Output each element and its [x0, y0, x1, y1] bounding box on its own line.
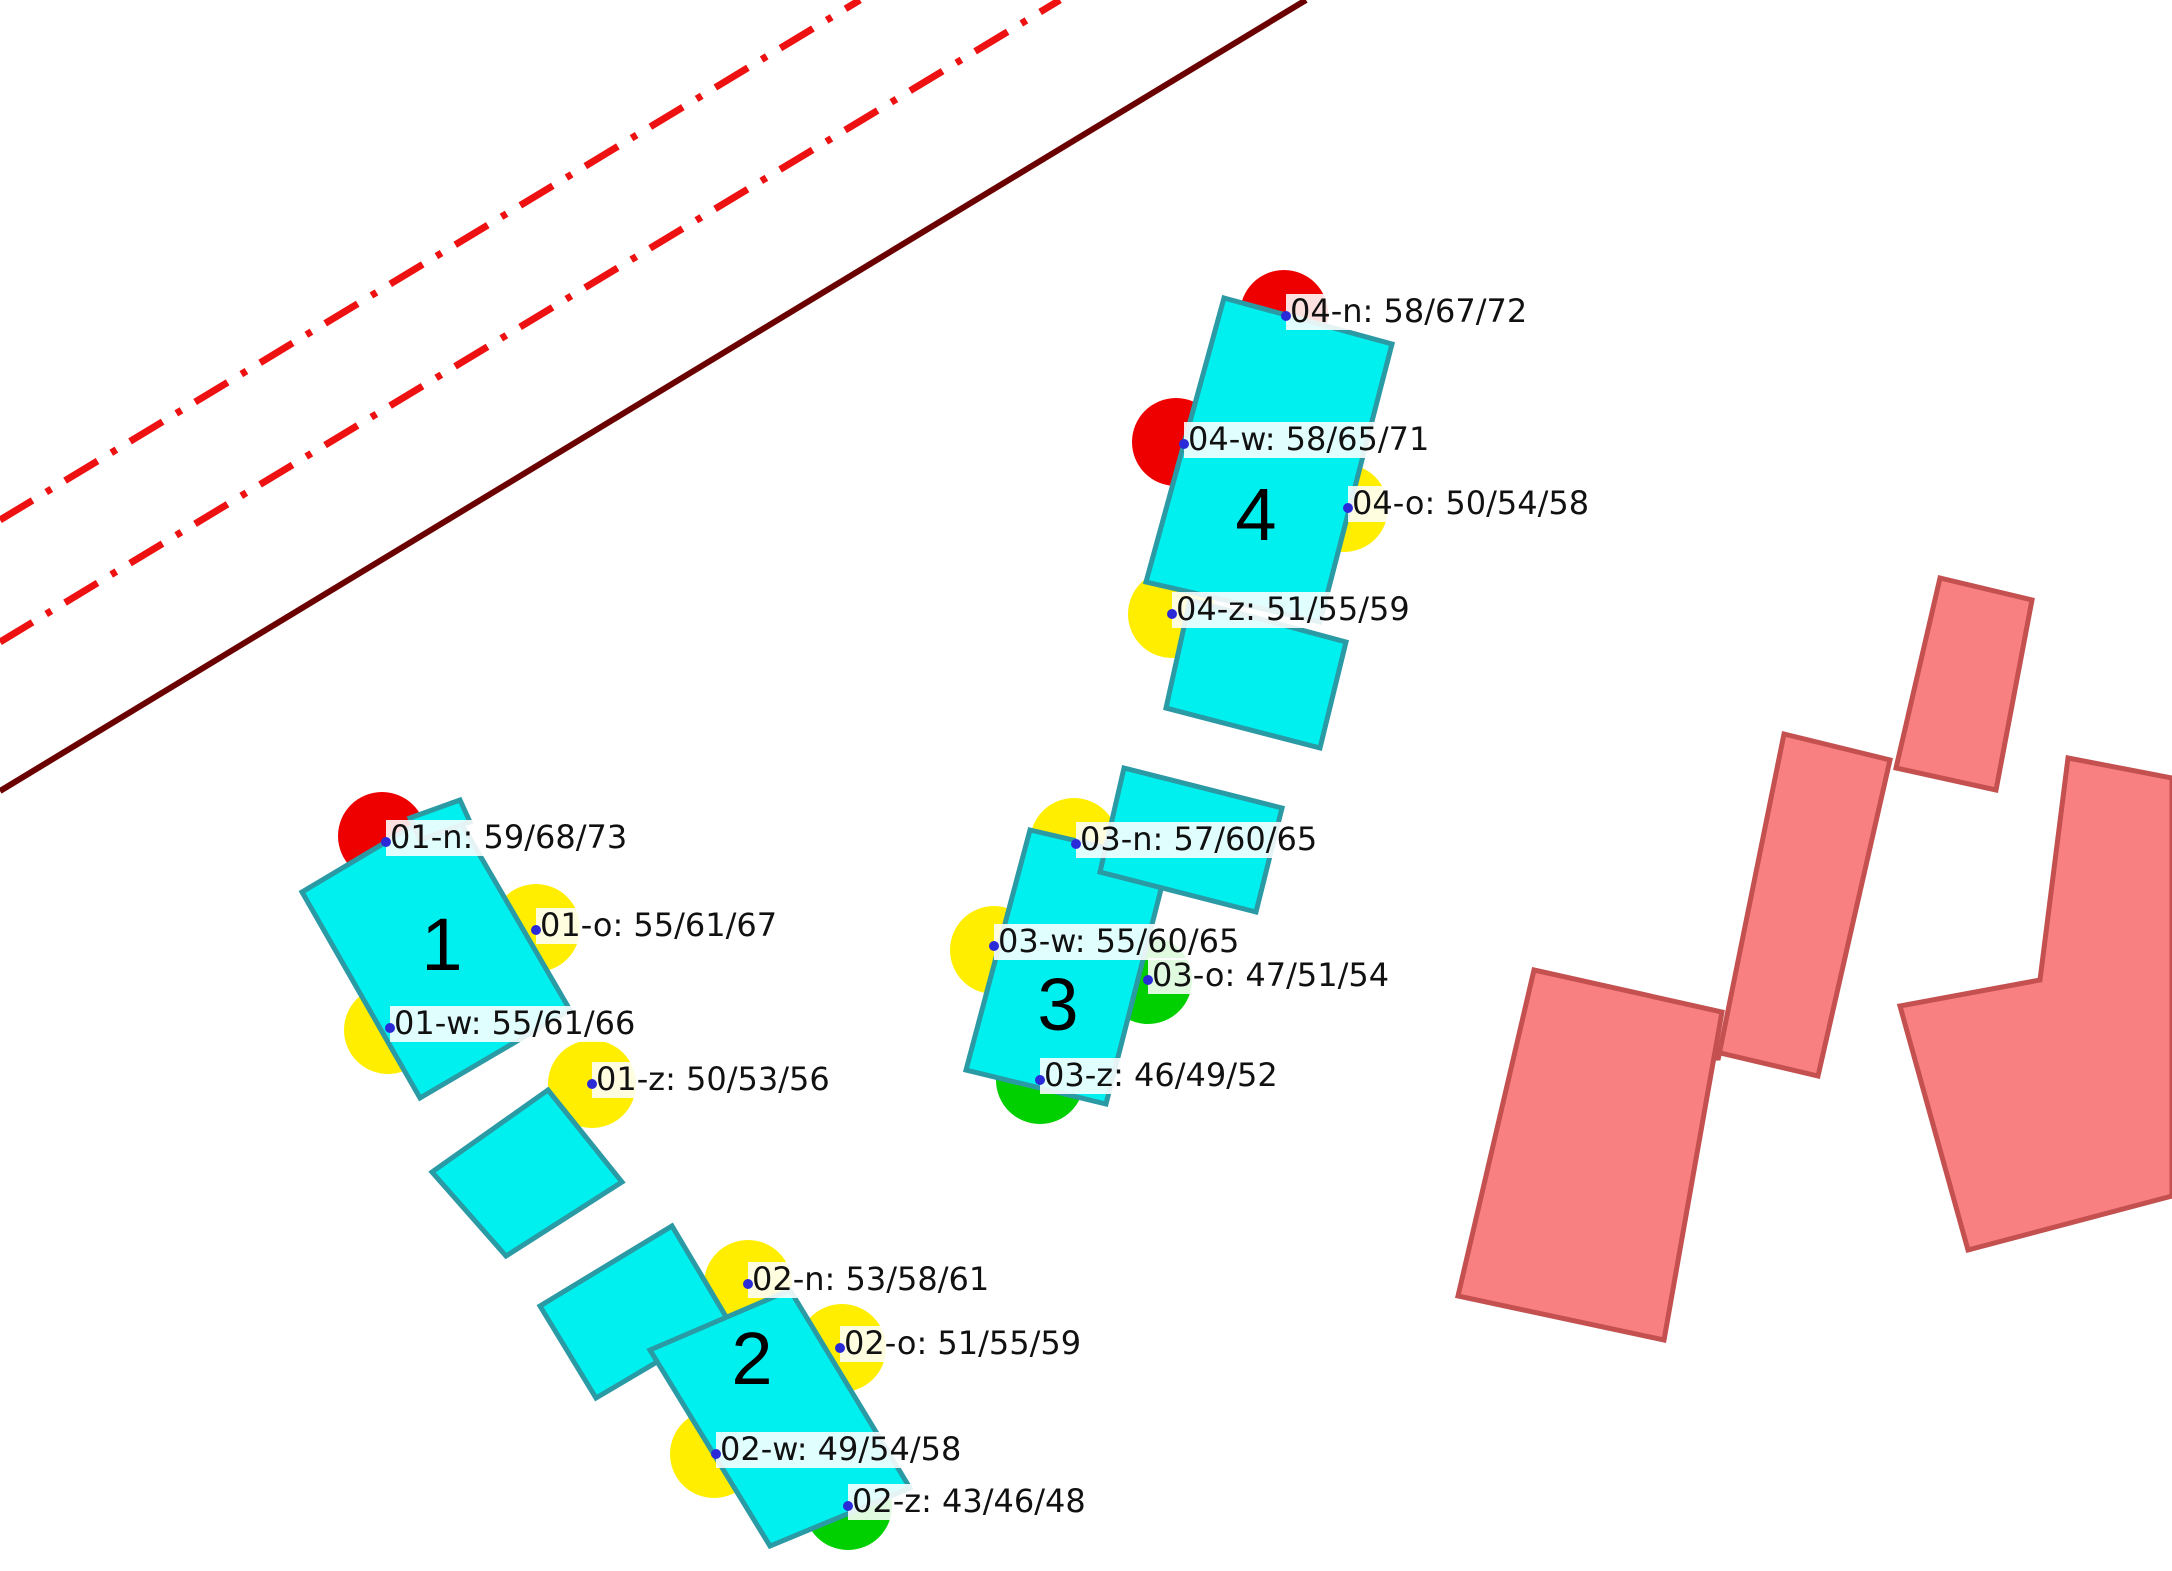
receiver-label: 03-z: 46/49/52 [1044, 1056, 1278, 1094]
receiver-03-z[interactable]: 03-z: 46/49/52 [1035, 1056, 1278, 1094]
receiver-point [989, 941, 999, 951]
receiver-point [1343, 503, 1353, 513]
receiver-point [1167, 609, 1177, 619]
receiver-02-n[interactable]: 02-n: 53/58/61 [743, 1260, 989, 1298]
road-line [0, 0, 1308, 794]
receiver-point [1281, 311, 1291, 321]
neighbour-building [1454, 967, 1725, 1343]
receiver-label: 02-o: 51/55/59 [844, 1324, 1081, 1362]
receiver-label: 03-n: 57/60/65 [1080, 820, 1317, 858]
receiver-label: 01-o: 55/61/67 [540, 906, 777, 944]
receiver-point [385, 1023, 395, 1033]
receiver-point [1179, 439, 1189, 449]
receiver-labels: 01-n: 59/68/73 01-o: 55/61/67 01-w: 55/6… [381, 292, 1589, 1520]
receiver-label: 04-z: 51/55/59 [1176, 590, 1410, 628]
receiver-02-w[interactable]: 02-w: 49/54/58 [711, 1430, 961, 1468]
dashdot-boundary-line-1 [0, 0, 862, 523]
receiver-04-n[interactable]: 04-n: 58/67/72 [1281, 292, 1527, 330]
receiver-04-o[interactable]: 04-o: 50/54/58 [1343, 484, 1589, 522]
receiver-point [1071, 839, 1081, 849]
building-number-4: 4 [1235, 473, 1276, 556]
receiver-01-w[interactable]: 01-w: 55/61/66 [385, 1004, 635, 1042]
receiver-point [835, 1343, 845, 1353]
receiver-label: 02-n: 53/58/61 [752, 1260, 989, 1298]
receiver-label: 04-n: 58/67/72 [1290, 292, 1527, 330]
receiver-04-z[interactable]: 04-z: 51/55/59 [1167, 590, 1410, 628]
building-number-2: 2 [731, 1317, 772, 1400]
receiver-label: 03-w: 55/60/65 [998, 922, 1239, 960]
receiver-03-o[interactable]: 03-o: 47/51/54 [1143, 956, 1389, 994]
receiver-point [1035, 1075, 1045, 1085]
receiver-point [711, 1449, 721, 1459]
receiver-point [531, 925, 541, 935]
receiver-03-w[interactable]: 03-w: 55/60/65 [989, 922, 1239, 960]
receiver-label: 02-w: 49/54/58 [720, 1430, 961, 1468]
receiver-label: 01-w: 55/61/66 [394, 1004, 635, 1042]
receiver-01-n[interactable]: 01-n: 59/68/73 [381, 818, 627, 856]
building-1-annex [428, 1086, 626, 1260]
receiver-01-o[interactable]: 01-o: 55/61/67 [531, 906, 777, 944]
building-number-1: 1 [421, 903, 462, 986]
receiver-label: 01-z: 50/53/56 [596, 1060, 830, 1098]
neighbour-building [1896, 755, 2172, 1254]
receiver-04-w[interactable]: 04-w: 58/65/71 [1179, 420, 1429, 458]
dashdot-boundary-line-2 [0, 0, 1062, 645]
receiver-label: 04-o: 50/54/58 [1352, 484, 1589, 522]
receiver-label: 04-w: 58/65/71 [1188, 420, 1429, 458]
receiver-point [1143, 975, 1153, 985]
building-numbers: 1 2 3 4 [421, 473, 1276, 1400]
receiver-point [587, 1079, 597, 1089]
receiver-02-z[interactable]: 02-z: 43/46/48 [843, 1482, 1086, 1520]
receiver-point [843, 1501, 853, 1511]
neighbour-building [1892, 574, 2035, 793]
neighbour-building [1712, 730, 1893, 1080]
receiver-label: 01-n: 59/68/73 [390, 818, 627, 856]
receiver-03-n[interactable]: 03-n: 57/60/65 [1071, 820, 1317, 858]
building-number-3: 3 [1037, 963, 1078, 1046]
receiver-label: 03-o: 47/51/54 [1152, 956, 1389, 994]
receiver-point [743, 1279, 753, 1289]
receiver-02-o[interactable]: 02-o: 51/55/59 [835, 1324, 1081, 1362]
receiver-point [381, 837, 391, 847]
receiver-01-z[interactable]: 01-z: 50/53/56 [587, 1060, 830, 1098]
neighbour-buildings [1454, 574, 2172, 1343]
receiver-label: 02-z: 43/46/48 [852, 1482, 1086, 1520]
